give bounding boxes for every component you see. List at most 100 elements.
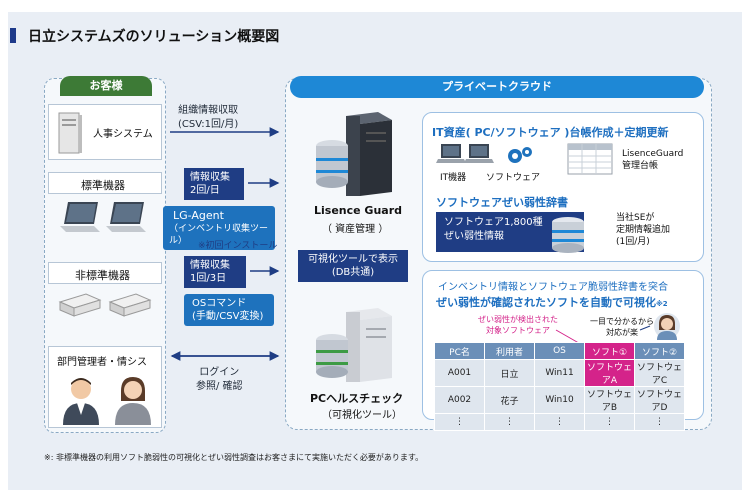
collect-standard-box: 情報収集 2回/日	[184, 168, 244, 200]
hr-system-card: 人事システム	[48, 104, 162, 160]
table-header-cell: 利用者	[484, 342, 535, 360]
collect-standard-line2: 2回/日	[190, 185, 220, 196]
table-cell: ⋮	[434, 413, 485, 431]
viz-tool-box: 可視化ツールで表示 (DB共通)	[298, 250, 408, 282]
org-import-text: 組織情報収取 (CSV:1回/月)	[178, 104, 238, 132]
software-label: ソフトウェア	[486, 173, 541, 183]
matching-line2: ぜい弱性が確認されたソフトを自動で可視化※2	[436, 294, 668, 310]
org-import-line2: (CSV:1回/月)	[178, 119, 239, 130]
table-row: ⋮ ⋮ ⋮ ⋮ ⋮	[434, 413, 685, 431]
dict-line1: ソフトウェア1,800種	[444, 217, 543, 228]
table-row: A002 花子 Win10 ソフトウェアB ソフトウェアD	[434, 386, 685, 414]
se-line1: 当社SEが	[616, 213, 655, 223]
glance-note: 一目で分かるから 対応が楽	[590, 316, 654, 338]
pc-health-sub: （可視化ツール）	[322, 410, 402, 421]
first-install-note: ※初回インストール	[198, 241, 278, 251]
asset-title: IT資産( PC/ソフトウェア )台帳作成＋定期更新	[432, 126, 669, 139]
se-update-label: 当社SEが 定期情報追加 (1回/月)	[616, 212, 670, 248]
ledger-sheet-icon	[567, 143, 613, 175]
matching-line2-text: ぜい弱性が確認されたソフトを自動で可視化	[436, 296, 656, 309]
diagram-title: 日立システムズのソリューション概要図	[28, 29, 280, 45]
login-line2: 参照/ 確認	[196, 381, 243, 392]
laptop-icon	[60, 202, 100, 232]
se-line3: (1回/月)	[616, 237, 650, 247]
dept-admin-label: 部門管理者・情シス	[57, 357, 147, 368]
viz-tool-line1: 可視化ツールで表示	[308, 254, 398, 265]
network-appliance-icon	[108, 293, 152, 317]
collect-nonstandard-line1: 情報収集	[190, 260, 230, 271]
os-command-line2: (手動/CSV変換)	[192, 311, 264, 322]
collect-standard-line1: 情報収集	[190, 172, 230, 183]
network-appliance-icon	[58, 293, 102, 317]
table-cell: ソフトウェアC	[634, 359, 685, 387]
viz-tool-line2: (DB共通)	[331, 267, 375, 278]
collect-nonstandard-box: 情報収集 1回/3日	[184, 256, 246, 288]
it-devices-label: IT機器	[440, 173, 467, 183]
gear-icon	[508, 147, 532, 163]
collect-nonstandard-line2: 1回/3日	[190, 273, 227, 284]
server-tower-icon	[58, 112, 82, 154]
hr-system-label: 人事システム	[93, 129, 153, 140]
login-text: ログイン 参照/ 確認	[196, 366, 243, 394]
table-cell: Win11	[534, 359, 585, 387]
table-cell: ⋮	[584, 413, 635, 431]
os-command-box: OSコマンド (手動/CSV変換)	[184, 294, 274, 326]
table-header-cell: ソフト②	[634, 342, 685, 360]
customer-header: お客様	[60, 76, 152, 96]
table-cell: Win10	[534, 386, 585, 414]
lg-agent-box: LG-Agent （インベントリ収集ツール）	[163, 206, 275, 250]
table-cell: ⋮	[484, 413, 535, 431]
detected-software-note: ぜい弱性が検出された 対象ソフトウェア	[478, 314, 558, 336]
detected-line2: 対象ソフトウェア	[486, 326, 550, 335]
lg-agent-line2: （インベントリ収集ツール）	[169, 224, 269, 246]
os-command-line1: OSコマンド	[192, 298, 247, 309]
table-header-cell: ソフト①	[584, 342, 635, 360]
person-male-icon	[63, 378, 99, 425]
table-cell: 花子	[484, 386, 535, 414]
table-cell-highlighted: ソフトウェアA	[584, 359, 635, 387]
person-female-icon	[115, 377, 151, 425]
database-icon	[552, 217, 584, 253]
dept-admin-card: 部門管理者・情シス	[48, 346, 162, 428]
table-header-cell: OS	[534, 342, 585, 360]
matching-line1: インベントリ情報とソフトウェア脆弱性辞書を突合	[438, 282, 668, 293]
table-cell: A001	[434, 359, 485, 387]
lisence-guard-sub: （ 資産管理 ）	[322, 224, 389, 235]
vulnerability-table: PC名 利用者 OS ソフト① ソフト② A001 日立 Win11 ソフトウェ…	[434, 342, 685, 431]
table-cell: ⋮	[534, 413, 585, 431]
matching-note-mark: ※2	[656, 300, 668, 308]
ledger-line2: 管理台帳	[622, 161, 659, 171]
laptop-icon	[436, 144, 466, 163]
private-cloud-header: プライベートクラウド	[290, 76, 704, 98]
lg-agent-line1: LG-Agent	[173, 209, 224, 222]
table-row: A001 日立 Win11 ソフトウェアA ソフトウェアC	[434, 359, 685, 387]
lisence-guard-name: Lisence Guard	[314, 204, 403, 217]
org-import-line1: 組織情報収取	[178, 105, 239, 116]
table-cell: ⋮	[634, 413, 685, 431]
laptop-icon	[106, 202, 146, 232]
login-line1: ログイン	[199, 367, 240, 378]
dict-title: ソフトウェアぜい弱性辞書	[436, 196, 568, 209]
nonstandard-devices-label: 非標準機器	[75, 269, 130, 282]
ledger-line1: LisenceGuard	[622, 149, 684, 159]
table-cell: ソフトウェアB	[584, 386, 635, 414]
nonstandard-devices-card: 非標準機器	[48, 262, 162, 284]
table-header-cell: PC名	[434, 342, 485, 360]
glance-line1: 一目で分かるから	[590, 317, 654, 326]
table-cell: ソフトウェアD	[634, 386, 685, 414]
footnote: ※: 非標準機器の利用ソフト脆弱性の可視化とぜい弱性調査はお客さまにて実施いただ…	[44, 453, 424, 462]
server-database-icon	[316, 308, 392, 382]
table-header-row: PC名 利用者 OS ソフト① ソフト②	[434, 342, 685, 360]
server-database-icon	[316, 112, 392, 196]
detected-line1: ぜい弱性が検出された	[478, 315, 558, 324]
standard-devices-label: 標準機器	[81, 179, 125, 192]
title-marker	[10, 28, 16, 43]
laptop-icon	[464, 144, 494, 163]
pc-health-name: PCヘルスチェック	[310, 392, 404, 405]
table-cell: A002	[434, 386, 485, 414]
dict-line2: ぜい弱性情報	[444, 231, 504, 242]
glance-line2: 対応が楽	[606, 328, 638, 337]
ledger-label: LisenceGuard 管理台帳	[622, 148, 683, 172]
standard-devices-card: 標準機器	[48, 172, 162, 194]
table-cell: 日立	[484, 359, 535, 387]
